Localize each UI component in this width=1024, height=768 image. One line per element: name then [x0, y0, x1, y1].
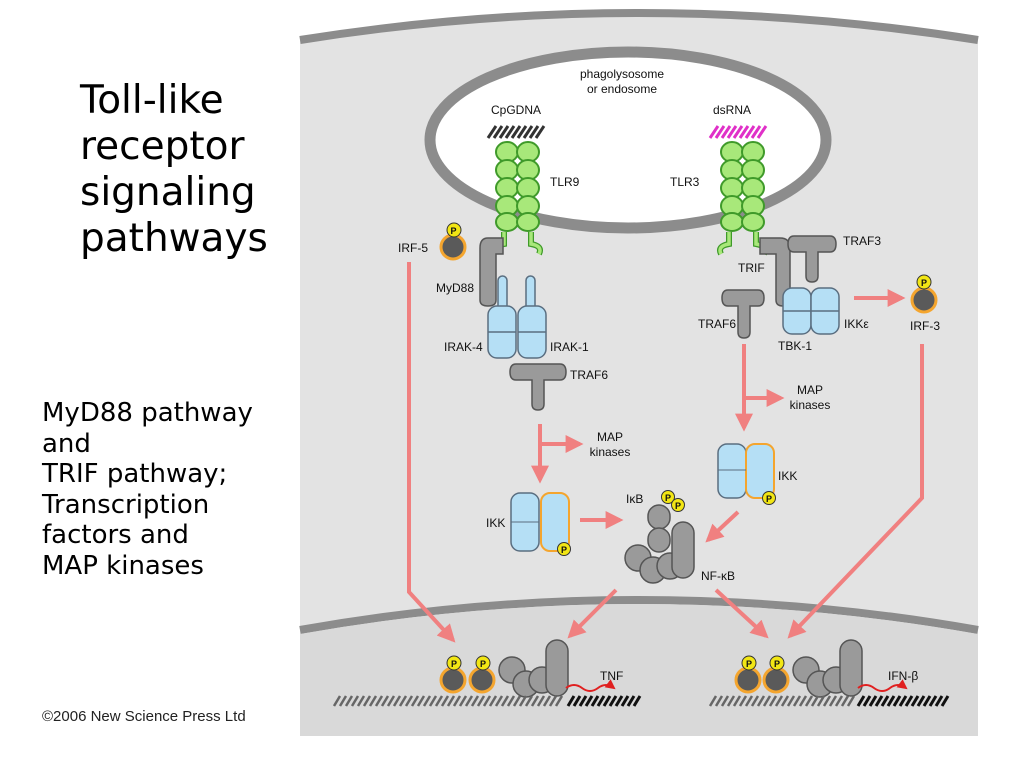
tbk1-ikke [782, 287, 840, 335]
svg-text:P: P [451, 226, 457, 236]
svg-text:P: P [665, 493, 671, 503]
ikk-left: P [510, 492, 571, 556]
svg-text:P: P [480, 659, 486, 669]
map-right-label: MAP [797, 383, 823, 397]
cpg-dna [486, 125, 546, 139]
ikb-label: IκB [626, 492, 643, 506]
map-right-label: kinases [790, 398, 831, 412]
tlr3-label: TLR3 [670, 175, 700, 189]
ikk-left-label: IKK [486, 516, 505, 530]
slide-subtitle: MyD88 pathway and TRIF pathway; Transcri… [42, 398, 302, 581]
irf3-label: IRF-3 [910, 319, 940, 333]
slide-title: Toll-like receptor signaling pathways [80, 78, 295, 262]
tnf-promoter: P P [332, 639, 642, 707]
dsrna [708, 125, 768, 139]
title-line: pathways [80, 216, 268, 261]
ifn-beta-label: IFN-β [888, 669, 918, 683]
subtitle-line: factors and [42, 520, 189, 550]
signal-arrows [407, 262, 924, 643]
plasma-membrane [299, 9, 979, 44]
map-left-label: kinases [590, 445, 631, 459]
myd88-label: MyD88 [436, 281, 474, 295]
map-left-label: MAP [597, 430, 623, 444]
tlr9-label: TLR9 [550, 175, 580, 189]
ifn-beta-promoter: P P [708, 639, 950, 707]
ligand-right-label: dsRNA [713, 103, 751, 117]
ikk-right: P [717, 443, 776, 505]
svg-text:P: P [561, 545, 567, 555]
tlr-pathway-figure: P P P P P P [299, 9, 979, 736]
irf3 [910, 286, 938, 314]
nuclear-envelope [299, 596, 979, 634]
compartment-label: phagolysosome [580, 67, 664, 81]
svg-text:P: P [774, 659, 780, 669]
title-line: signaling [80, 170, 256, 215]
traf3 [787, 235, 837, 283]
phospho-badge [446, 222, 462, 238]
svg-text:P: P [766, 494, 772, 504]
ikb-nfkb-complex [624, 504, 695, 584]
irf5 [439, 233, 467, 261]
copyright: ©2006 New Science Press Ltd [42, 708, 246, 725]
irak-complex [487, 275, 547, 359]
irf5-label: IRF-5 [398, 241, 428, 255]
subtitle-line: Transcription [42, 489, 210, 520]
trif-label: TRIF [738, 261, 765, 275]
subtitle-line: and [42, 428, 91, 459]
title-line: Toll-like [80, 78, 224, 123]
traf6-right [721, 289, 765, 339]
svg-text:P: P [675, 501, 681, 511]
tlr3-receptor [717, 141, 768, 256]
ligand-left-label: CpGDNA [491, 103, 541, 117]
nucleus [300, 604, 978, 736]
subtitle-line: MAP kinases [42, 550, 204, 581]
svg-text:P: P [921, 278, 927, 288]
traf6-left-label: TRAF6 [570, 368, 608, 382]
tlr9-receptor [492, 141, 543, 256]
traf6-left [509, 363, 567, 411]
subtitle-line: MyD88 pathway [42, 398, 253, 428]
tnf-label: TNF [600, 669, 623, 683]
traf6-right-label: TRAF6 [698, 317, 736, 331]
compartment-label: or endosome [587, 82, 657, 96]
irak4-label: IRAK-4 [444, 340, 483, 354]
subtitle-line: TRIF pathway; [42, 459, 228, 489]
nfkb-label: NF-κB [701, 569, 735, 583]
svg-text:P: P [451, 659, 457, 669]
title-line: receptor [80, 124, 245, 169]
ikk-right-label: IKK [778, 469, 797, 483]
ikke-label: IKKε [844, 317, 869, 331]
myd88-adaptor [479, 237, 504, 307]
irak1-label: IRAK-1 [550, 340, 589, 354]
traf3-label: TRAF3 [843, 234, 881, 248]
svg-text:P: P [746, 659, 752, 669]
tbk1-label: TBK-1 [778, 339, 812, 353]
